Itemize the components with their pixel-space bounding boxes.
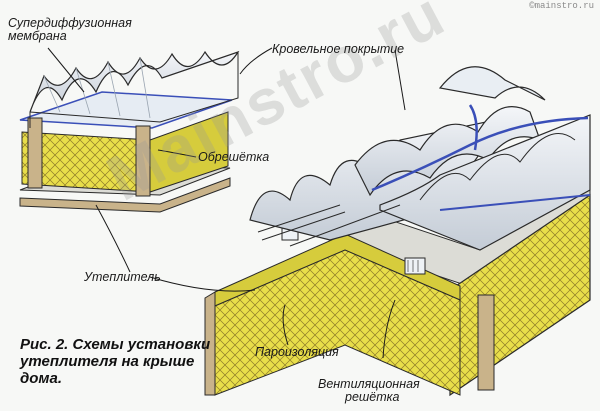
- leader-insulation-left: [95, 204, 131, 273]
- left-roof-sheet: [29, 50, 240, 113]
- label-insulation: Утеплитель: [84, 270, 161, 284]
- label-vent-line2: решётка: [345, 390, 400, 404]
- label-membrane-line2: мембрана: [8, 29, 67, 43]
- right-membrane-edge: [371, 116, 589, 192]
- leader-roofing-left: [239, 47, 273, 75]
- leader-vapor: [282, 304, 289, 346]
- leader-lines: [47, 47, 406, 359]
- label-vent-line1: Вентиляционная: [318, 377, 420, 391]
- right-right-sheet: [379, 114, 591, 251]
- label-membrane-line1: Супердиффузионная: [8, 16, 132, 30]
- label-vapor-barrier: Пароизоляция: [255, 345, 339, 359]
- caption-line3: дома.: [20, 370, 63, 387]
- caption-line1: Рис. 2. Схемы установки: [20, 336, 211, 353]
- watermark-site: ©mainstro.ru: [529, 1, 594, 11]
- leader-vent: [382, 299, 396, 359]
- leader-membrane: [47, 47, 85, 93]
- caption-line2: утеплителя на крыше: [20, 353, 195, 370]
- ridge-tiles: [354, 106, 542, 197]
- label-roofing: Кровельное покрытие: [272, 42, 405, 56]
- leader-batten: [157, 149, 197, 158]
- left-roof-assembly: [19, 50, 240, 213]
- right-roof-assembly: [204, 66, 591, 397]
- label-batten: Обрешётка: [198, 150, 270, 164]
- leader-roofing-right: [394, 49, 406, 111]
- leader-insulation-right: [149, 276, 256, 292]
